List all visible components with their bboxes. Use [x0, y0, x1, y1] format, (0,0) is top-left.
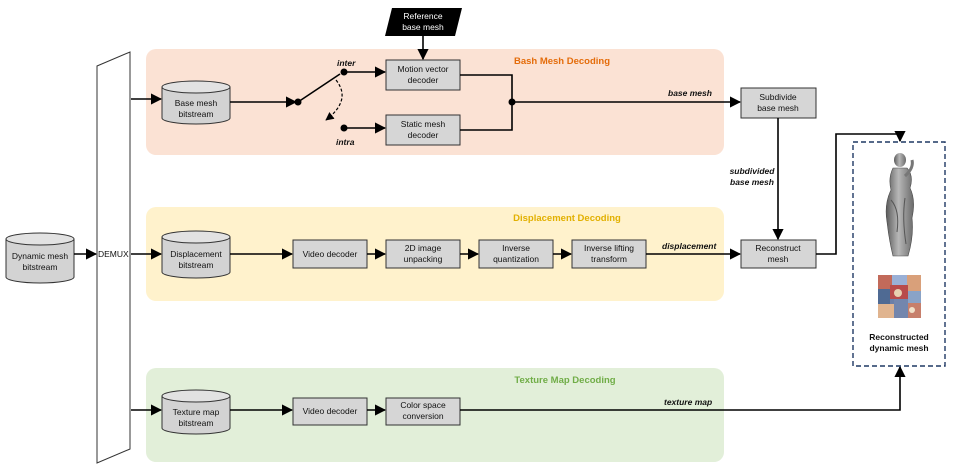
- statue-mesh-icon: [885, 153, 914, 257]
- displacement-bitstream-line1: Displacement: [170, 249, 222, 259]
- displacement-bitstream-line2: bitstream: [179, 260, 214, 270]
- lifting-line1: Inverse lifting: [584, 243, 634, 253]
- color-space-line1: Color space: [400, 400, 446, 410]
- color-space-line2: conversion: [402, 411, 443, 421]
- base-mesh-decoding-section: Bash Mesh Decoding: [146, 49, 724, 155]
- displacement-edge-label: displacement: [662, 241, 717, 251]
- output-label-line1: Reconstructed: [869, 332, 929, 342]
- texture-section-title: Texture Map Decoding: [514, 375, 615, 386]
- quantization-line2: quantization: [493, 254, 539, 264]
- switch-lever: [297, 73, 341, 103]
- displacement-section-title: Displacement Decoding: [513, 213, 621, 224]
- motion-vector-line1: Motion vector: [397, 64, 448, 74]
- base-section-title: Bash Mesh Decoding: [514, 56, 610, 67]
- edge-reconstruct-to-output: [816, 130, 906, 255]
- texture-map-thumbnail-icon: [878, 275, 921, 318]
- motion-vector-line2: decoder: [408, 75, 439, 85]
- unpacking-line2: unpacking: [404, 254, 443, 264]
- texture-bitstream-line1: Texture map: [173, 407, 220, 417]
- output-label-line2: dynamic mesh: [869, 343, 928, 353]
- base-bitstream-line2: bitstream: [179, 109, 214, 119]
- edge-static-to-merge: [460, 102, 513, 131]
- reconstruct-line2: mesh: [768, 254, 789, 264]
- edge-color-to-output: [460, 365, 906, 411]
- intra-label: intra: [336, 137, 355, 147]
- static-mesh-line1: Static mesh: [401, 119, 446, 129]
- connectors: [74, 36, 906, 416]
- video-decoder-tex-label: Video decoder: [303, 406, 358, 416]
- base-bitstream-line1: Base mesh: [175, 98, 218, 108]
- unpacking-line1: 2D image: [405, 243, 442, 253]
- subdivide-line1: Subdivide: [759, 92, 797, 102]
- texture-bitstream-line2: bitstream: [179, 418, 214, 428]
- switch-swing-arc: [325, 79, 343, 121]
- dynamic-bitstream-line1: Dynamic mesh: [12, 251, 68, 261]
- video-decoder-texture: Video decoder: [292, 397, 368, 426]
- demux-block: [96, 51, 131, 464]
- texture-map-edge-label: texture map: [664, 397, 712, 407]
- subdivided-label-line1: subdivided: [730, 166, 776, 176]
- base-mesh-edge-label: base mesh: [668, 88, 712, 98]
- quantization-line1: Inverse: [502, 243, 530, 253]
- inter-label: inter: [337, 58, 356, 68]
- edge-motion-to-merge: [460, 74, 513, 102]
- video-decoder-disp-label: Video decoder: [303, 249, 358, 259]
- lifting-line2: transform: [591, 254, 627, 264]
- video-decoder-displacement: Video decoder: [292, 239, 368, 269]
- subdivide-line2: base mesh: [757, 103, 799, 113]
- base-section-bg: [146, 49, 724, 155]
- reference-line2: base mesh: [402, 22, 444, 32]
- static-mesh-line2: decoder: [408, 130, 439, 140]
- demux-label: DEMUX: [98, 249, 129, 259]
- reference-line1: Reference: [403, 11, 442, 21]
- subdivided-label-line2: base mesh: [730, 177, 774, 187]
- dynamic-bitstream-line2: bitstream: [23, 262, 58, 272]
- reconstruct-line1: Reconstruct: [755, 243, 801, 253]
